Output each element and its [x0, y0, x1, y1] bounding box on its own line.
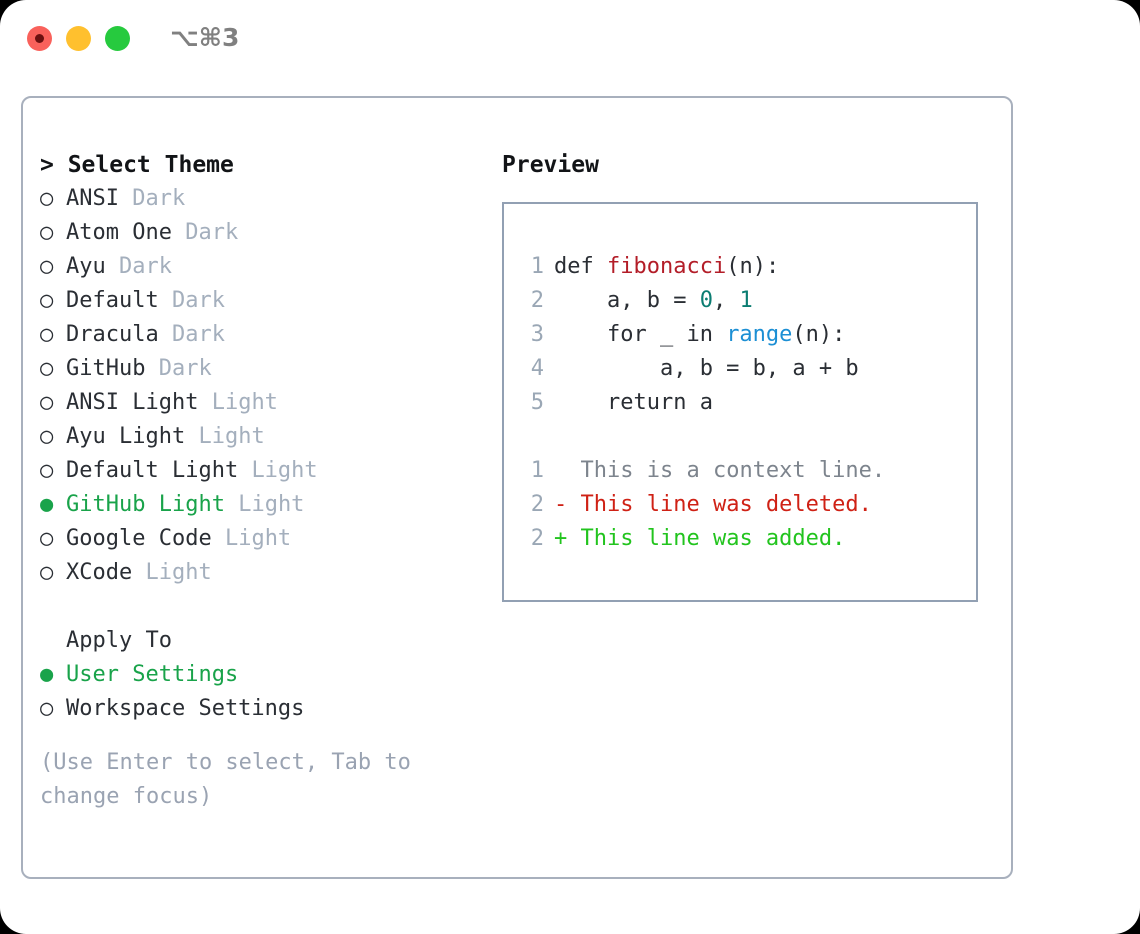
theme-name: XCode — [66, 560, 133, 585]
code-line: 5 return a — [522, 386, 976, 420]
keyboard-shortcut-label: ⌥⌘3 — [170, 23, 240, 52]
keyboard-hint-text: (Use Enter to select, Tab to change focu… — [40, 750, 411, 809]
theme-name: ANSI Light — [66, 390, 199, 415]
code-keyword: def — [554, 254, 594, 279]
theme-option-ansi[interactable]: ○ ANSI Dark — [40, 182, 470, 216]
diff-line-context: 1 This is a context line. — [522, 454, 976, 488]
minimize-button[interactable] — [66, 26, 91, 51]
radio-icon: ○ — [40, 424, 54, 449]
radio-icon: ○ — [40, 560, 54, 585]
radio-icon: ○ — [40, 356, 54, 381]
code-text: return a — [554, 390, 713, 415]
line-number: 1 — [530, 458, 544, 483]
line-number: 3 — [530, 322, 544, 347]
theme-name: Default Light — [66, 458, 239, 483]
preview-heading: Preview — [502, 152, 599, 178]
radio-icon: ○ — [40, 288, 54, 313]
line-number: 5 — [530, 390, 544, 415]
code-line: 4 a, b = b, a + b — [522, 352, 976, 386]
code-blank-line — [522, 420, 976, 454]
title-bar: ⌥⌘3 — [0, 0, 1140, 78]
radio-icon: ○ — [40, 322, 54, 347]
diff-text: This line was added. — [580, 526, 846, 551]
apply-to-name: Workspace Settings — [66, 696, 305, 721]
radio-icon: ○ — [40, 526, 54, 551]
theme-option-default-light[interactable]: ○ Default Light Light — [40, 454, 470, 488]
select-theme-heading: > Select Theme — [40, 152, 234, 178]
theme-name: Atom One — [66, 220, 172, 245]
radio-icon: ○ — [40, 390, 54, 415]
theme-tag: Light — [198, 424, 265, 449]
theme-tag: Dark — [171, 322, 225, 347]
diff-text: This is a context line. — [580, 458, 886, 483]
theme-name: GitHub Light — [66, 492, 225, 517]
diff-text: This line was deleted. — [580, 492, 872, 517]
theme-tag: Dark — [158, 356, 212, 381]
theme-tag: Light — [238, 492, 305, 517]
apply-to-option-user-settings[interactable]: ● User Settings — [40, 658, 470, 692]
traffic-lights — [27, 26, 130, 51]
radio-selected-icon: ● — [40, 662, 54, 687]
theme-option-google-code[interactable]: ○ Google Code Light — [40, 522, 470, 556]
theme-option-github[interactable]: ○ GitHub Dark — [40, 352, 470, 386]
code-number: 0 — [699, 288, 713, 313]
theme-option-github-light[interactable]: ● GitHub Light Light — [40, 488, 470, 522]
radio-icon: ○ — [40, 458, 54, 483]
main-panel: > Select Theme ○ ANSI Dark ○ Atom One Dark… — [21, 96, 1013, 879]
radio-selected-icon: ● — [40, 492, 54, 517]
theme-tag: Light — [251, 458, 318, 483]
code-function-name: fibonacci — [607, 254, 727, 279]
theme-tag: Light — [211, 390, 278, 415]
theme-name: Ayu Light — [66, 424, 186, 449]
line-number: 1 — [530, 254, 544, 279]
theme-tag: Dark — [171, 288, 225, 313]
section-spacer — [40, 590, 470, 624]
apply-to-name: User Settings — [66, 662, 239, 687]
theme-option-dracula[interactable]: ○ Dracula Dark — [40, 318, 470, 352]
zoom-button[interactable] — [105, 26, 130, 51]
code-text: a, b = b, a + b — [554, 356, 859, 381]
theme-tag: Dark — [132, 186, 186, 211]
diff-marker — [554, 458, 567, 483]
close-button[interactable] — [27, 26, 52, 51]
line-number: 2 — [530, 288, 544, 313]
theme-name: ANSI — [66, 186, 119, 211]
theme-option-xcode[interactable]: ○ XCode Light — [40, 556, 470, 590]
code-line: 2 a, b = 0, 1 — [522, 284, 976, 318]
diff-line-deleted: 2- This line was deleted. — [522, 488, 976, 522]
apply-to-option-workspace-settings[interactable]: ○ Workspace Settings — [40, 692, 470, 726]
radio-icon: ○ — [40, 220, 54, 245]
radio-icon: ○ — [40, 186, 54, 211]
theme-name: Default — [66, 288, 159, 313]
diff-marker: - — [554, 492, 568, 517]
line-number: 2 — [530, 526, 544, 551]
theme-name: Ayu — [66, 254, 106, 279]
theme-name: Google Code — [66, 526, 212, 551]
theme-tag: Dark — [185, 220, 239, 245]
code-builtin: range — [726, 322, 793, 347]
theme-option-ayu-light[interactable]: ○ Ayu Light Light — [40, 420, 470, 454]
line-number: 2 — [530, 492, 544, 517]
theme-tag: Light — [224, 526, 292, 551]
diff-marker: + — [554, 526, 568, 551]
theme-option-default[interactable]: ○ Default Dark — [40, 284, 470, 318]
line-number: 4 — [530, 356, 544, 381]
theme-name: Dracula — [66, 322, 159, 347]
theme-option-ayu[interactable]: ○ Ayu Dark — [40, 250, 470, 284]
theme-option-ansi-light[interactable]: ○ ANSI Light Light — [40, 386, 470, 420]
theme-name: GitHub — [66, 356, 146, 381]
code-line: 3 for _ in range(n): — [522, 318, 976, 352]
radio-icon: ○ — [40, 254, 54, 279]
theme-tag: Dark — [119, 254, 172, 279]
radio-icon: ○ — [40, 696, 54, 721]
theme-option-atom-one[interactable]: ○ Atom One Dark — [40, 216, 470, 250]
theme-picker-column: > Select Theme ○ ANSI Dark ○ Atom One Dark… — [40, 148, 470, 814]
code-number: 1 — [739, 288, 753, 313]
diff-line-added: 2 + This line was added. — [522, 522, 976, 556]
apply-to-heading: Apply To — [66, 628, 172, 653]
theme-tag: Light — [145, 560, 212, 585]
